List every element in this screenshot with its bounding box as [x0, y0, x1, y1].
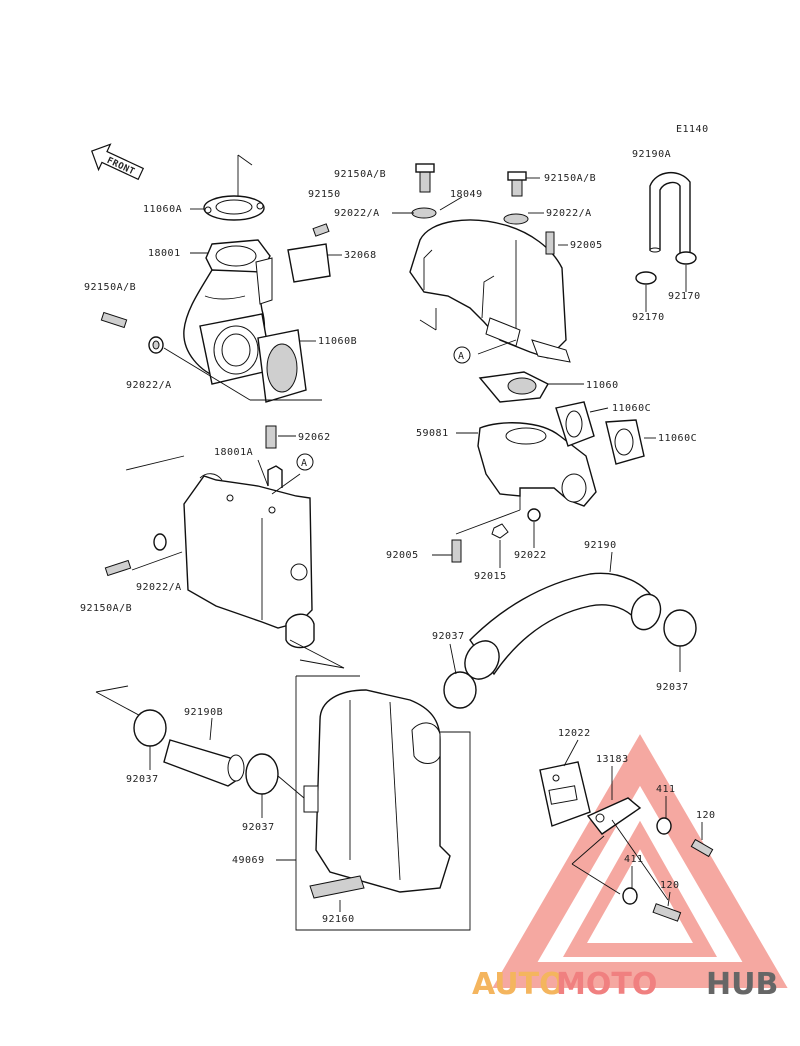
water-box-18001A: A [104, 425, 345, 669]
front-arrow-icon: FRONT [91, 143, 145, 181]
watermark-hub: HUB [706, 967, 778, 1002]
label-18001: 18001 [148, 248, 181, 259]
diagram-code: E1140 [676, 124, 709, 135]
label-92022: 92022 [514, 550, 547, 561]
label-92022A-4: 92022/A [136, 582, 182, 593]
leader-lines [190, 177, 703, 912]
hose-92190A [635, 172, 697, 312]
watermark-moto: MOTO [556, 967, 657, 1002]
exhaust-manifold-18049: A [409, 163, 571, 364]
muffler-49069 [295, 675, 471, 931]
label-49069: 49069 [232, 855, 265, 866]
label-92062: 92062 [298, 432, 331, 443]
label-92022A-2: 92022/A [546, 208, 592, 219]
label-92022A-3: 92022/A [126, 380, 172, 391]
label-11060C-1: 11060C [612, 403, 651, 414]
label-92015: 92015 [474, 571, 507, 582]
label-92150AB-4: 92150A/B [80, 603, 132, 614]
exhaust-manifold-59081 [451, 371, 645, 563]
bracket-hardware [539, 761, 714, 922]
label-18049: 18049 [450, 189, 483, 200]
label-11060: 11060 [586, 380, 619, 391]
ref-mark-a1: A [458, 351, 465, 362]
label-32068: 32068 [344, 250, 377, 261]
label-92190B: 92190B [184, 707, 223, 718]
label-92150AB-1: 92150A/B [334, 169, 386, 180]
label-13183: 13183 [596, 754, 629, 765]
label-92037-4: 92037 [242, 822, 275, 833]
label-411-2: 411 [624, 854, 644, 865]
label-92005-1: 92005 [570, 240, 603, 251]
ref-mark-a2: A [301, 458, 308, 469]
label-11060C-2: 11060C [658, 433, 697, 444]
label-11060B: 11060B [318, 336, 357, 347]
label-92150: 92150 [308, 189, 341, 200]
watermark-auto: AUTO [472, 967, 565, 1002]
label-92150AB-3: 92150A/B [84, 282, 136, 293]
label-120-1: 120 [696, 810, 716, 821]
label-59081: 59081 [416, 428, 449, 439]
label-92170-1: 92170 [668, 291, 701, 302]
label-120-2: 120 [660, 880, 680, 891]
label-411-1: 411 [656, 784, 676, 795]
label-18001A: 18001A [214, 447, 253, 458]
label-92160: 92160 [322, 914, 355, 925]
label-92037-1: 92037 [432, 631, 465, 642]
hose-92190B [95, 685, 305, 818]
label-92037-2: 92037 [656, 682, 689, 693]
label-12022: 12022 [558, 728, 591, 739]
watermark-text: AUTO MOTO HUB [472, 967, 778, 1002]
label-92170-2: 92170 [632, 312, 665, 323]
label-92190A: 92190A [632, 149, 671, 160]
exhaust-hose-92190 [443, 572, 697, 709]
label-11060A: 11060A [143, 204, 182, 215]
label-92037-3: 92037 [126, 774, 159, 785]
part-labels: 92190A 92150A/B 92150A/B 92150 18049 110… [80, 149, 716, 925]
label-92005-2: 92005 [386, 550, 419, 561]
label-92190: 92190 [584, 540, 617, 551]
exhaust-pipe-18001 [100, 154, 331, 403]
label-92022A-1: 92022/A [334, 208, 380, 219]
label-92150AB-2: 92150A/B [544, 173, 596, 184]
